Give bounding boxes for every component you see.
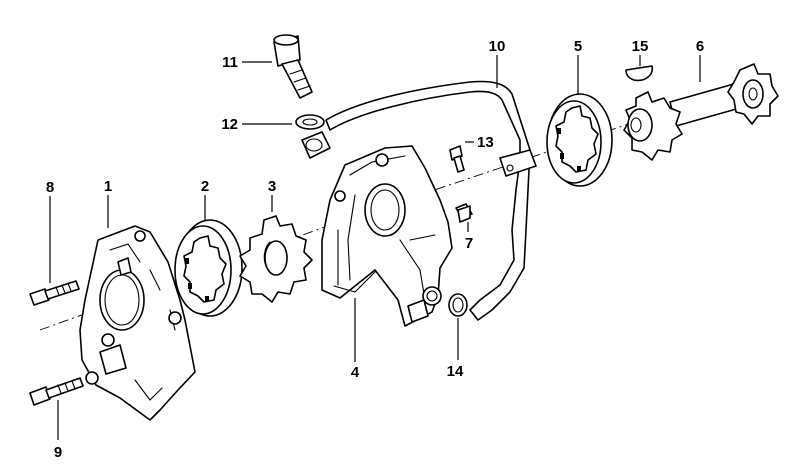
callout-1: 1 <box>104 178 112 195</box>
callout-4: 4 <box>351 364 360 381</box>
callout-9: 9 <box>54 444 62 461</box>
part-4-pump-housing <box>321 145 453 327</box>
part-9-bolt <box>29 377 84 406</box>
part-1-cover-plate <box>79 225 196 421</box>
callout-6: 6 <box>696 38 704 55</box>
leader-lines <box>49 55 701 440</box>
callout-10: 10 <box>489 38 506 55</box>
callout-labels: 1 2 3 4 5 6 7 8 9 10 11 12 13 14 15 <box>46 38 704 461</box>
pipe-bracket <box>499 149 537 177</box>
callout-8: 8 <box>46 179 54 196</box>
callout-2: 2 <box>201 178 209 195</box>
callout-5: 5 <box>574 38 582 55</box>
part-13-screw <box>449 145 465 173</box>
part-7-plug <box>455 203 473 223</box>
cover-bore <box>99 269 145 331</box>
part-11-banjo-bolt <box>273 34 313 99</box>
part-14-sealing-ring <box>448 293 468 317</box>
part-8-bolt <box>29 280 80 306</box>
callout-3: 3 <box>268 178 276 195</box>
part-10-oil-pipe <box>301 80 537 321</box>
part-3-inner-rotor <box>239 215 313 303</box>
part-2-outer-rotor <box>174 219 243 317</box>
callout-7: 7 <box>465 235 473 252</box>
callout-12: 12 <box>221 116 238 133</box>
callout-15: 15 <box>632 38 649 55</box>
callout-14: 14 <box>447 363 464 380</box>
part-5-drive-rotor <box>546 93 613 187</box>
callout-13: 13 <box>477 134 494 151</box>
housing-port <box>422 286 442 306</box>
part-12-washer <box>295 114 325 130</box>
callout-11: 11 <box>222 54 238 71</box>
pipe-banjo <box>301 131 331 159</box>
part-6-drive-shaft <box>623 63 779 161</box>
part-15-woodruff-key <box>625 65 654 82</box>
